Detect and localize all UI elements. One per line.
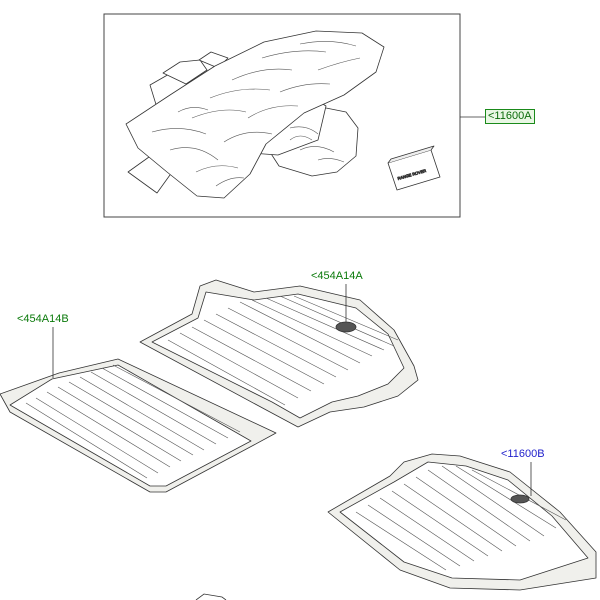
front-floor-mat bbox=[139, 279, 419, 428]
storage-bag-illustration: RANGE ROVER bbox=[125, 30, 441, 199]
callout-11600b[interactable]: <11600B bbox=[501, 448, 545, 460]
callout-454a14a[interactable]: <454A14A bbox=[311, 270, 363, 282]
partial-part-bottom bbox=[195, 593, 227, 600]
rear-floor-mat bbox=[0, 327, 277, 493]
callout-454a14b[interactable]: <454A14B bbox=[17, 313, 69, 325]
loadspace-liner bbox=[327, 453, 597, 591]
callout-11600a[interactable]: <11600A bbox=[485, 109, 535, 124]
storage-bag-frame bbox=[103, 13, 461, 218]
